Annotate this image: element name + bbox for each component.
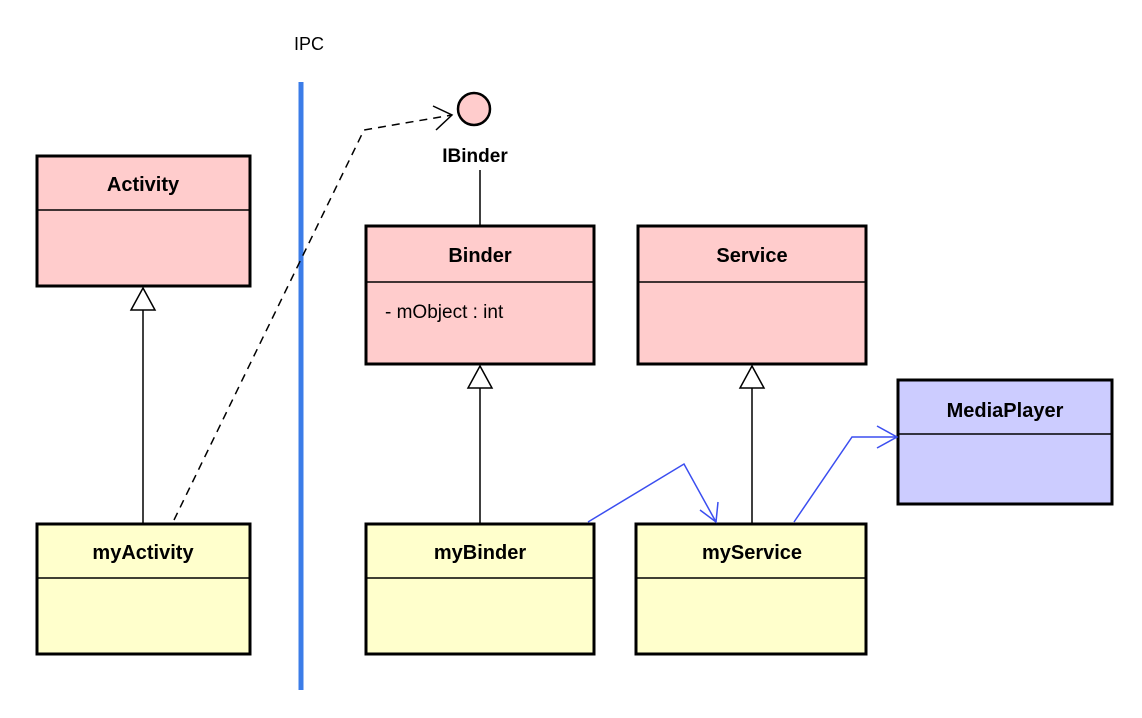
interface-ibinder[interactable]: IBinder [442,91,508,226]
class-name-myactivity: myActivity [92,542,194,564]
interface-name-ibinder: IBinder [442,146,508,167]
class-name-myservice: myService [702,542,802,564]
ipc-label: IPC [294,34,324,54]
class-name-activity: Activity [107,174,180,196]
interface-ibinder-circle [456,91,492,127]
generalization-mybinder-binder [466,364,494,524]
association-myservice-mediaplayer [793,425,899,523]
class-attribute-binder: - mObject : int [385,302,504,323]
generalization-myactivity-activity [129,286,157,524]
dependency-myactivity-ibinder [173,105,454,521]
class-name-mediaplayer: MediaPlayer [947,400,1064,422]
class-activity[interactable]: Activity [35,154,252,288]
association-mybinder-myservice [587,462,719,524]
generalization-myservice-service [738,364,766,524]
class-myservice[interactable]: myService [634,522,868,656]
class-name-service: Service [716,245,787,267]
class-name-binder: Binder [448,245,512,267]
class-name-mybinder: myBinder [434,542,526,564]
class-myactivity[interactable]: myActivity [35,522,252,656]
class-mybinder[interactable]: myBinder [364,522,596,656]
class-service[interactable]: Service [636,224,868,366]
class-binder[interactable]: Binder - mObject : int [364,224,596,366]
class-mediaplayer[interactable]: MediaPlayer [896,378,1114,506]
